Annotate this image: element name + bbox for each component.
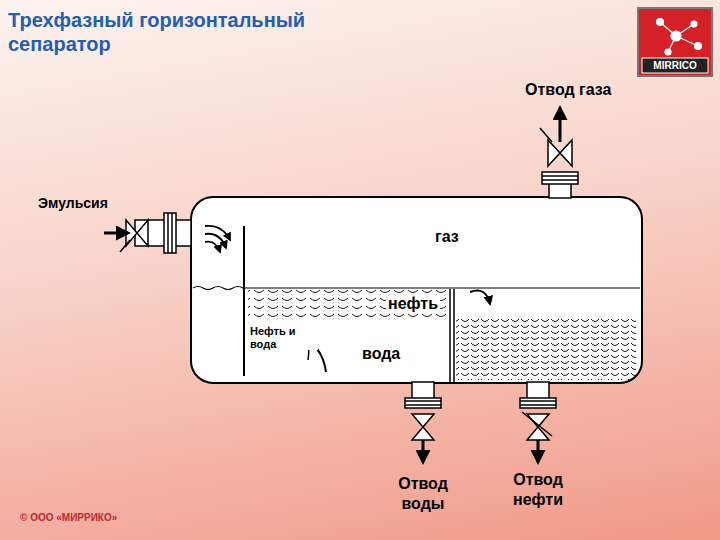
logo: MIRRICO bbox=[638, 8, 712, 76]
page-title: Трехфазный горизонтальный сепаратор bbox=[8, 8, 338, 56]
inlet-spray bbox=[205, 226, 230, 252]
logo-molecule bbox=[657, 19, 702, 56]
liquid-level bbox=[193, 287, 640, 290]
outlet-label: Отвод нефти bbox=[500, 470, 576, 510]
logo-box bbox=[638, 8, 712, 76]
outlet-label: Отвод воды bbox=[385, 474, 461, 514]
copyright: © ООО «МИРРИКО» bbox=[20, 512, 117, 525]
inlet-label: Эмульсия bbox=[38, 195, 108, 213]
oil-layer bbox=[248, 289, 448, 319]
water-outlet bbox=[405, 382, 441, 462]
inlet-baffle bbox=[243, 226, 245, 376]
vessel-shell bbox=[191, 197, 642, 383]
phase-label: Нефть и вода bbox=[248, 325, 318, 350]
phase-label: вода bbox=[362, 345, 400, 363]
outlet-label: Отвод газа bbox=[525, 80, 611, 100]
phase-label: нефть bbox=[386, 295, 440, 313]
overflow-arrow bbox=[470, 291, 490, 305]
logo-text: MIRRICO bbox=[638, 60, 712, 72]
phase-label: газ bbox=[435, 228, 459, 246]
gas-outlet bbox=[540, 108, 578, 198]
inlet-pipe bbox=[104, 213, 191, 253]
weir bbox=[453, 289, 455, 383]
weir bbox=[449, 289, 451, 383]
oil-chamber bbox=[456, 318, 636, 380]
separator-vessel: газ нефтьНефть и вода вода bbox=[190, 197, 642, 383]
oil-outlet bbox=[520, 382, 556, 462]
